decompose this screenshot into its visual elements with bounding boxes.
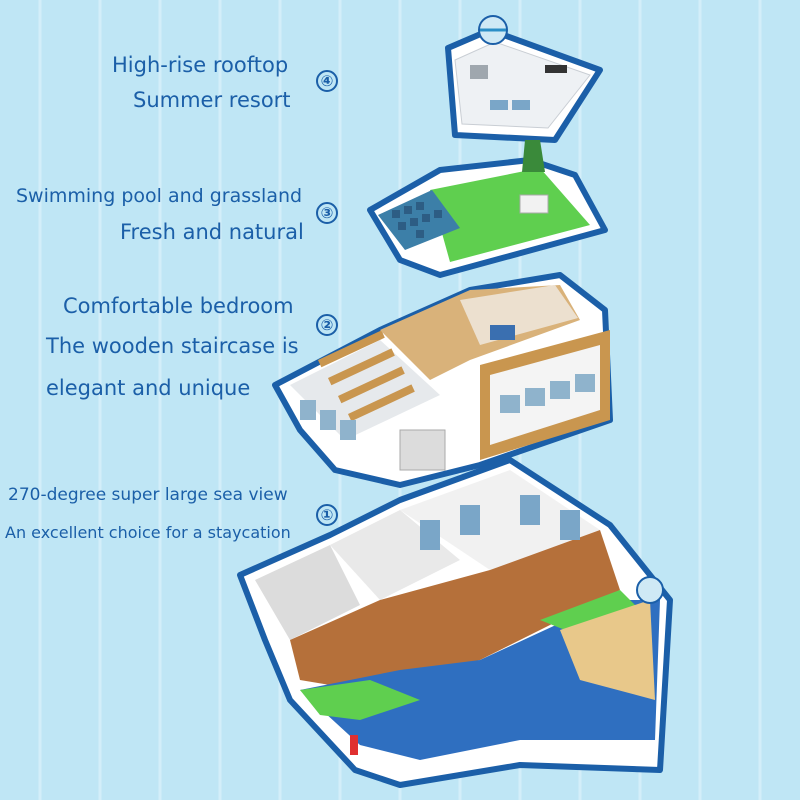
section-number-1: ① (316, 504, 338, 526)
lighthouse-icon (350, 735, 358, 755)
bedroom-layer (272, 272, 613, 488)
caption-2-line2: The wooden staircase is (46, 334, 299, 358)
ground-floor-layer (237, 457, 673, 788)
caption-4-line1: High-rise rooftop (112, 53, 289, 77)
caption-3-line1: Swimming pool and grassland (16, 185, 303, 207)
section-number-2: ② (316, 314, 338, 336)
caption-2-line3: elegant and unique (46, 376, 251, 400)
caption-1-line1: 270-degree super large sea view (8, 485, 288, 505)
caption-1-line2: An excellent choice for a staycation (5, 523, 291, 542)
section-number-3: ③ (316, 202, 338, 224)
beach-umbrella-icon (636, 576, 664, 604)
pool-grass-layer (367, 140, 608, 278)
caption-3-line2: Fresh and natural (120, 220, 304, 244)
section-number-4: ④ (316, 70, 338, 92)
caption-4-line2: Summer resort (133, 88, 291, 112)
rooftop-layer (445, 15, 603, 143)
caption-2-line1: Comfortable bedroom (63, 294, 294, 318)
